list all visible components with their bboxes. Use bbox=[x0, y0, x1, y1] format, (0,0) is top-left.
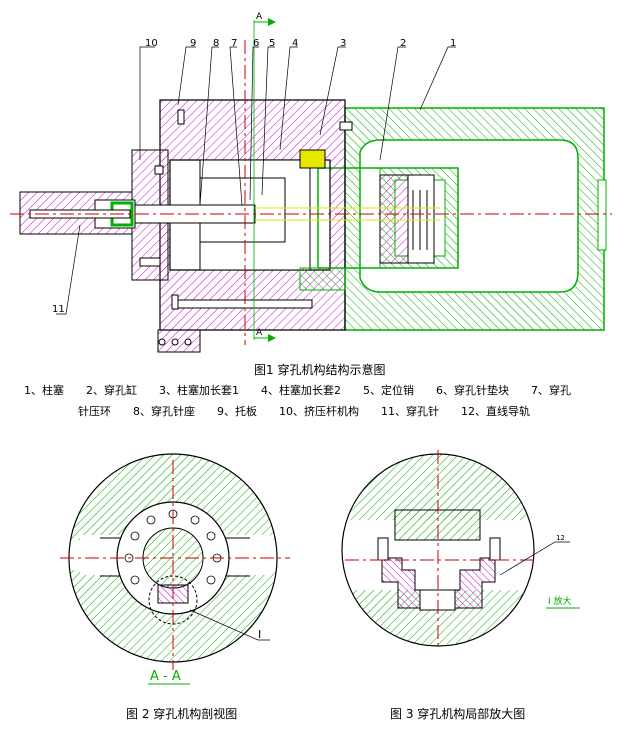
bolts bbox=[139, 109, 353, 346]
part-label-2: 2 bbox=[400, 38, 406, 49]
svg-text:A: A bbox=[256, 12, 263, 22]
section-label: A - A bbox=[150, 669, 181, 684]
part-number-labels: 10 9 8 7 6 5 4 3 2 1 11 bbox=[52, 38, 456, 315]
detail-label: I 放大 bbox=[548, 595, 572, 607]
detail-marker: I bbox=[258, 628, 261, 641]
figure2-caption: 图 2 穿孔机构剖视图 bbox=[126, 707, 238, 721]
part-label-4: 4 bbox=[292, 38, 298, 49]
section-arrow-top: A bbox=[254, 12, 276, 26]
plunger-body bbox=[317, 167, 459, 269]
part-label-12: 12 bbox=[556, 534, 565, 542]
part-label-7: 7 bbox=[231, 38, 237, 49]
part-label-11: 11 bbox=[52, 304, 65, 315]
figure3-drawing: 12 I 放大 bbox=[341, 450, 580, 650]
part-label-6: 6 bbox=[253, 38, 259, 49]
part-label-5: 5 bbox=[269, 38, 275, 49]
part-leaders bbox=[56, 46, 456, 315]
legend-line-2: 针压环 8、穿孔针座 9、托板 10、挤压杆机构 11、穿孔针 12、直线导轨 bbox=[78, 405, 530, 418]
figure3-caption: 图 3 穿孔机构局部放大图 bbox=[390, 707, 526, 721]
part-label-10: 10 bbox=[145, 38, 158, 49]
figure1-caption: 图1 穿孔机构结构示意图 bbox=[254, 363, 386, 377]
section-arrow-bottom: A bbox=[254, 328, 276, 342]
part-label-3: 3 bbox=[340, 38, 346, 49]
figure2-drawing: I A - A bbox=[60, 453, 290, 685]
part-label-1: 1 bbox=[450, 38, 456, 49]
part-label-8: 8 bbox=[213, 38, 219, 49]
svg-text:A: A bbox=[256, 328, 263, 338]
part-label-9: 9 bbox=[190, 38, 196, 49]
bolt-circle-holes bbox=[124, 509, 222, 585]
figure1-drawing: A A 10 9 8 7 6 5 4 3 2 1 11 bbox=[10, 12, 612, 353]
legend-line-1: 1、柱塞 2、穿孔缸 3、柱塞加长套1 4、柱塞加长套2 5、定位销 6、穿孔针… bbox=[24, 384, 571, 397]
centerlines bbox=[10, 20, 612, 345]
